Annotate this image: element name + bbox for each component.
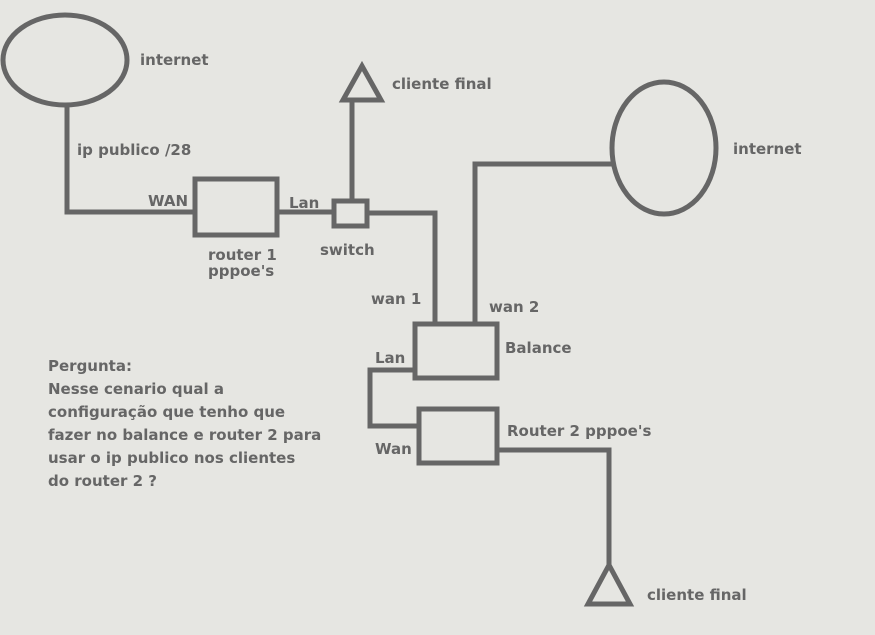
router-2-box: [416, 406, 500, 466]
balance-box: [412, 321, 500, 381]
link-balance-router2: [367, 367, 419, 429]
question-line: fazer no balance e router 2 para: [48, 426, 322, 444]
client-1-icon: [338, 60, 386, 103]
question-line: do router 2 ?: [48, 472, 157, 490]
switch-box: [331, 198, 370, 229]
internet-label-2: internet: [733, 140, 802, 158]
ip-publico-label: ip publico /28: [77, 141, 192, 159]
wan-router2-label: Wan: [375, 440, 412, 458]
link-internet1-router1: [64, 105, 195, 215]
client-2-icon: [583, 559, 635, 607]
question-line: configuração que tenho que: [48, 403, 286, 421]
question-title: Pergunta:: [48, 357, 132, 375]
router1-pppoe-label: pppoe's: [208, 262, 275, 280]
question-line: Nesse cenario qual a: [48, 380, 224, 398]
internet-cloud-2: [609, 79, 719, 217]
router2-label: Router 2 pppoe's: [507, 422, 652, 440]
switch-label: switch: [320, 241, 375, 259]
internet-label-1: internet: [140, 51, 209, 69]
link-switch-balance: [367, 210, 438, 324]
internet-cloud-1: [0, 12, 130, 108]
router1-label: router 1: [208, 246, 277, 264]
question-block: Pergunta: Nesse cenario qual a configura…: [48, 355, 321, 493]
wan2-label: wan 2: [489, 298, 540, 316]
router-1-box: [192, 176, 280, 238]
cliente-final-label-2: cliente final: [647, 586, 747, 604]
wan1-label: wan 1: [371, 290, 422, 308]
balance-label: Balance: [505, 339, 572, 357]
lan-balance-label: Lan: [375, 349, 406, 367]
question-line: usar o ip publico nos clientes: [48, 449, 296, 467]
lan-router1-label: Lan: [289, 194, 320, 212]
cliente-final-label-1: cliente final: [392, 75, 492, 93]
link-router2-client2: [497, 447, 612, 567]
wan-router1-label: WAN: [148, 192, 189, 210]
link-balance-internet2: [472, 161, 613, 324]
